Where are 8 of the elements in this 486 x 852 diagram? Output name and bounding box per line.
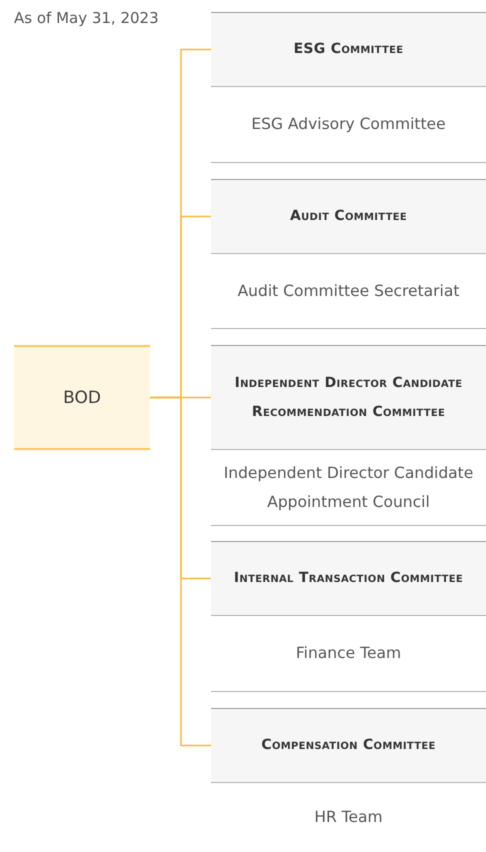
connector-line — [150, 396, 211, 746]
date-note: As of May 31, 2023 — [14, 9, 159, 27]
committee-box: Internal Transaction Committee — [211, 541, 486, 616]
committee-box: Independent Director Candidate Recommendation Committee — [211, 345, 486, 450]
committee-box: Compensation Committee — [211, 708, 486, 783]
committee-box: Audit Committee — [211, 179, 486, 254]
board-box: BOD — [14, 345, 150, 450]
committee-box: ESG Committee — [211, 12, 486, 87]
